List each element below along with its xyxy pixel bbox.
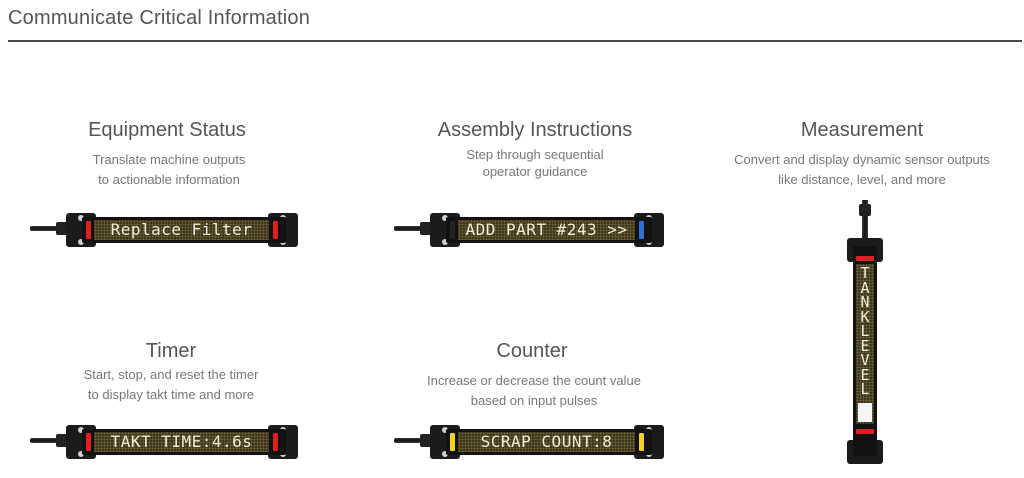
assembly-instructions-desc-line2: operator guidance <box>482 164 588 179</box>
cable <box>30 226 66 231</box>
cable <box>394 438 430 443</box>
equipment-status-desc: Translate machine outputs to actionable … <box>93 150 246 190</box>
equipment-status-desc-line2: to actionable information <box>98 172 240 187</box>
status-led-right <box>639 221 644 239</box>
timer-display-bar: TAKT TIME:4.6s <box>30 425 298 459</box>
assembly-instructions-desc-line1: Step through sequential <box>466 147 604 162</box>
measurement-desc: Convert and display dynamic sensor outpu… <box>734 150 990 190</box>
assembly-instructions-title: Assembly Instructions <box>437 119 633 141</box>
counter-desc-line1: Increase or decrease the count value <box>427 373 641 388</box>
measurement-display-bar: TANKLEVEL <box>846 200 884 466</box>
status-led-right <box>273 433 278 451</box>
counter-desc-line2: based on input pulses <box>470 393 598 408</box>
status-led-left <box>86 433 91 451</box>
cable <box>30 438 66 443</box>
counter-display-bar: SCRAP COUNT:8 <box>394 425 664 459</box>
display-screen: Replace Filter <box>94 220 269 240</box>
level-fill <box>858 403 872 422</box>
measurement-title: Measurement <box>800 119 924 141</box>
connector <box>859 204 871 216</box>
counter-title: Counter <box>496 340 568 362</box>
equipment-status-title: Equipment Status <box>88 119 246 141</box>
display-screen: TANKLEVEL <box>856 264 874 424</box>
timer-desc: Start, stop, and reset the timer to disp… <box>84 365 259 405</box>
cable <box>394 226 430 231</box>
counter-desc: Increase or decrease the count value bas… <box>427 371 641 411</box>
assembly-instructions-display-bar: ADD PART #243 >> <box>394 213 664 247</box>
status-led-top <box>856 256 874 261</box>
display-screen: SCRAP COUNT:8 <box>458 432 635 452</box>
display-screen: ADD PART #243 >> <box>458 220 635 240</box>
measurement-desc-line2: like distance, level, and more <box>778 172 946 187</box>
timer-desc-line1: Start, stop, and reset the timer <box>83 367 259 382</box>
timer-desc-line2: to display takt time and more <box>87 387 255 402</box>
status-led-right <box>273 221 278 239</box>
cable <box>862 200 868 240</box>
status-led-bottom <box>856 429 874 434</box>
timer-title: Timer <box>145 340 197 362</box>
status-led-left <box>450 221 455 239</box>
status-led-left <box>86 221 91 239</box>
status-led-left <box>450 433 455 451</box>
page-title: Communicate Critical Information <box>8 7 311 29</box>
title-divider <box>8 40 1022 42</box>
display-screen: TAKT TIME:4.6s <box>94 432 269 452</box>
status-led-right <box>639 433 644 451</box>
display-text: TANKLEVEL <box>860 264 870 398</box>
assembly-instructions-desc: Step through sequential operator guidanc… <box>466 146 603 180</box>
measurement-desc-line1: Convert and display dynamic sensor outpu… <box>734 152 990 167</box>
equipment-status-display-bar: Replace Filter <box>30 213 298 247</box>
equipment-status-desc-line1: Translate machine outputs <box>92 152 246 167</box>
